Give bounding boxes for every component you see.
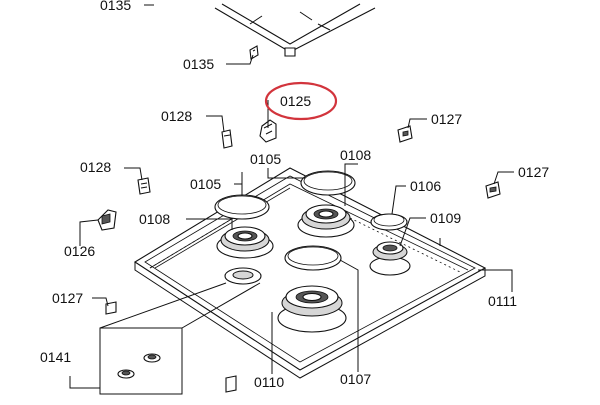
hob-tray (133, 167, 487, 379)
label-0125: 0125 (280, 93, 311, 109)
burner-0108-rear (297, 204, 355, 238)
label-0126: 0126 (64, 243, 95, 259)
label-0105-a: 0105 (250, 151, 281, 167)
clip-0125 (259, 119, 277, 143)
burner-cap-0105-rear (300, 170, 356, 196)
label-0108-a: 0108 (340, 147, 371, 163)
label-0128-a: 0128 (161, 108, 192, 124)
label-0135-top: 0135 (100, 0, 131, 13)
label-0107: 0107 (340, 371, 371, 387)
label-0127-b: 0127 (518, 164, 549, 180)
highlight-circle (264, 81, 338, 121)
burner-cap-0106 (370, 213, 408, 231)
burner-0108-left (216, 226, 274, 259)
leader-lines (69, 4, 514, 389)
clip-0128-a (221, 129, 233, 149)
clip-0127-a (397, 125, 413, 143)
label-0111: 0111 (488, 293, 517, 309)
clip-0127-c (105, 301, 117, 315)
pan-support-grate (214, 3, 376, 57)
burner-0109-right (369, 241, 411, 276)
burner-cap-0107 (284, 245, 342, 271)
clip-0135 (249, 45, 259, 60)
label-0109: 0109 (430, 210, 461, 226)
label-0135: 0135 (183, 56, 214, 72)
label-0110: 0110 (254, 374, 284, 390)
burner-0110-front (277, 285, 347, 333)
label-0127-c: 0127 (52, 290, 83, 306)
inset-0141 (99, 282, 261, 395)
label-0105-b: 0105 (190, 176, 221, 192)
injector-seat (224, 267, 262, 285)
clip-0128-b (137, 177, 151, 195)
label-0128-b: 0128 (80, 159, 111, 175)
label-0141: 0141 (40, 349, 71, 365)
clip-bottom (225, 375, 237, 393)
label-0127-a: 0127 (431, 111, 462, 127)
bracket-0126 (97, 209, 117, 231)
burner-cap-0105-left (214, 194, 270, 220)
clip-0127-b (485, 181, 501, 199)
label-0108-b: 0108 (139, 211, 170, 227)
label-0106: 0106 (410, 178, 441, 194)
